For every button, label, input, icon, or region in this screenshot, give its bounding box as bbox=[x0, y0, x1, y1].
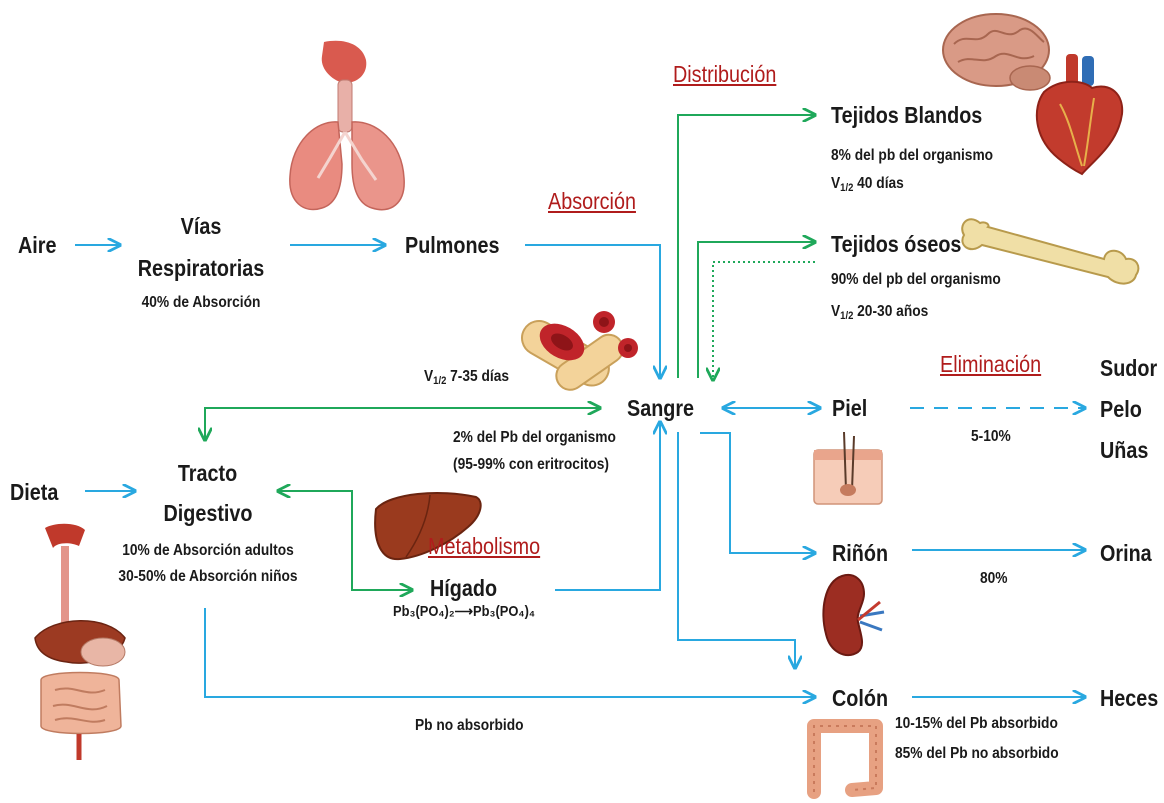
colon-info-no-absorbido: 85% del Pb no absorbido bbox=[895, 744, 1059, 763]
arrow-sangre-rinon bbox=[700, 433, 815, 553]
respiratory-tract-icon bbox=[282, 38, 412, 218]
node-aire: Aire bbox=[18, 232, 56, 260]
arrow-oseos-sangre-dotted bbox=[713, 262, 815, 380]
node-tejidos-oseos: Tejidos óseos bbox=[831, 231, 961, 259]
vias-info: 40% de Absorción bbox=[115, 293, 287, 312]
heart-icon bbox=[1030, 52, 1130, 177]
piel-pct: 5-10% bbox=[971, 427, 1011, 446]
node-higado: Hígado bbox=[430, 575, 497, 603]
node-rinon: Riñón bbox=[832, 540, 888, 568]
node-tracto-line1: Tracto bbox=[149, 460, 265, 488]
stage-absorcion: Absorción bbox=[548, 188, 636, 216]
red-blood-cells-icon bbox=[512, 302, 647, 397]
node-vias-line2: Respiratorias bbox=[128, 255, 274, 283]
node-vias-line1: Vías bbox=[128, 213, 274, 241]
node-orina: Orina bbox=[1100, 540, 1152, 568]
higado-formula: Pb₃(PO₄)₂⟶Pb₃(PO₄)₄ bbox=[393, 603, 535, 621]
node-pelo: Pelo bbox=[1100, 396, 1142, 424]
oseos-halflife: V1/2 20-30 años bbox=[831, 302, 928, 323]
node-dieta: Dieta bbox=[10, 479, 58, 507]
pb-no-absorbido-label: Pb no absorbido bbox=[415, 716, 524, 735]
oseos-info: 90% del pb del organismo bbox=[831, 270, 1001, 289]
stage-metabolismo: Metabolismo bbox=[428, 533, 540, 561]
kidney-icon bbox=[818, 572, 890, 662]
skin-section-icon bbox=[808, 430, 888, 508]
arrow-sangre-colon bbox=[678, 432, 795, 668]
node-piel: Piel bbox=[832, 395, 867, 423]
tracto-info-adultos: 10% de Absorción adultos bbox=[105, 541, 311, 560]
colon-icon bbox=[800, 712, 890, 800]
arrow-sangre-oseos bbox=[698, 242, 815, 378]
node-sudor: Sudor bbox=[1100, 355, 1157, 383]
blandos-info: 8% del pb del organismo bbox=[831, 146, 993, 165]
node-colon: Colón bbox=[832, 685, 888, 713]
sangre-info-eritrocitos: (95-99% con eritrocitos) bbox=[453, 455, 609, 474]
sangre-halflife: V1/2 7-35 días bbox=[424, 367, 509, 388]
stage-distribucion: Distribución bbox=[673, 61, 776, 89]
node-heces: Heces bbox=[1100, 685, 1158, 713]
stage-eliminacion: Eliminación bbox=[940, 351, 1041, 379]
arrow-higado-sangre bbox=[555, 422, 660, 590]
node-tejidos-blandos: Tejidos Blandos bbox=[831, 102, 982, 130]
node-pulmones: Pulmones bbox=[405, 232, 500, 260]
node-unas: Uñas bbox=[1100, 437, 1148, 465]
blandos-halflife: V1/2 40 días bbox=[831, 174, 904, 195]
rinon-pct: 80% bbox=[980, 569, 1008, 588]
colon-info-absorbido: 10-15% del Pb absorbido bbox=[895, 714, 1058, 733]
arrow-tracto-colon bbox=[205, 608, 815, 697]
node-tracto-line2: Digestivo bbox=[139, 500, 277, 528]
node-sangre: Sangre bbox=[627, 395, 694, 423]
tracto-info-ninos: 30-50% de Absorción niños bbox=[105, 567, 311, 586]
sangre-info-pct: 2% del Pb del organismo bbox=[453, 428, 616, 447]
